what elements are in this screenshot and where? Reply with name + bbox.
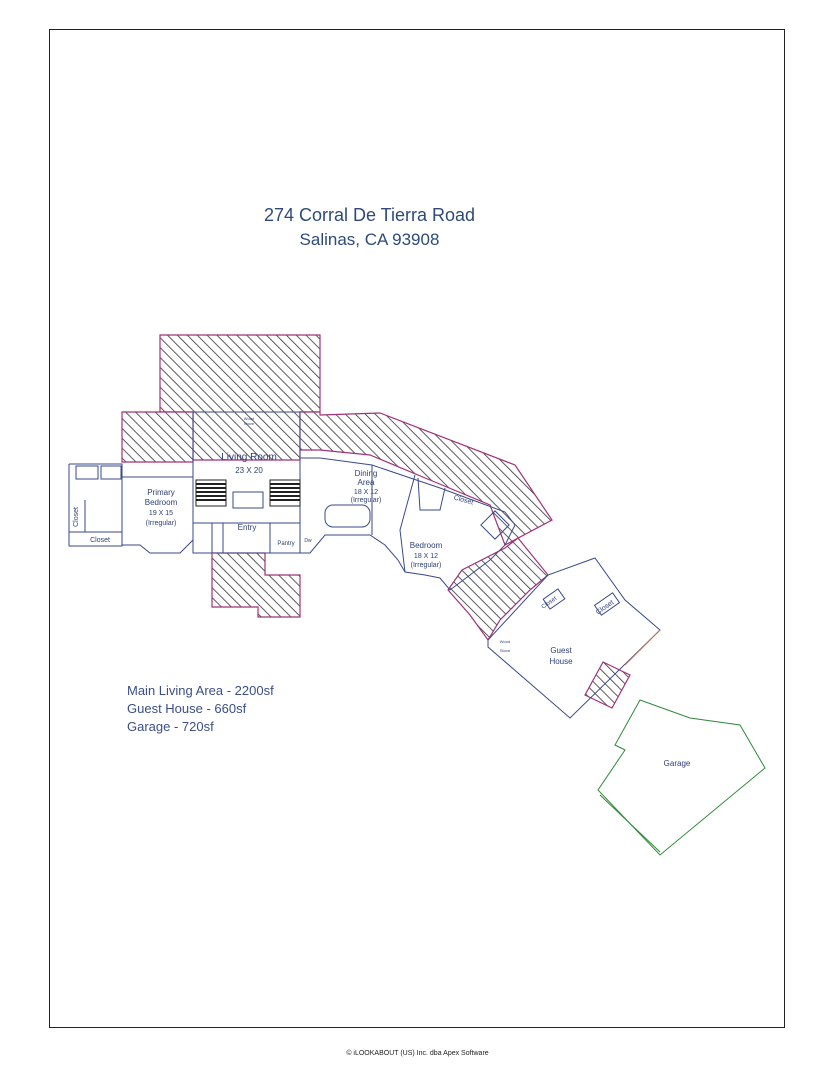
garage	[597, 699, 766, 856]
label-bedroom-1: Bedroom	[410, 541, 443, 550]
label-closet-primary-v: Closet	[73, 507, 80, 527]
label-closet-bedroom: Closet	[453, 495, 474, 507]
copyright-text: © iLOOKABOUT (US) Inc. dba Apex Software	[346, 1050, 489, 1057]
guest-house	[487, 557, 661, 719]
area-guest-house: Guest House - 660sf	[127, 701, 247, 716]
label-bedroom-2: 18 X 12	[414, 553, 438, 560]
label-wood-stove-1a: Wood	[244, 416, 254, 421]
label-primary-3: 19 X 15	[149, 510, 173, 517]
deck-south	[211, 552, 301, 618]
label-wood-stove-1b: Stove	[244, 421, 255, 426]
label-entry: Entry	[238, 523, 257, 532]
label-bedroom-3: (Irregular)	[411, 562, 442, 569]
label-primary-1: Primary	[147, 488, 175, 497]
area-garage: Garage - 720sf	[127, 719, 214, 734]
label-dining-3: 18 X 12	[354, 489, 378, 496]
label-wood-stove-2a: Wood	[500, 639, 510, 644]
main-house	[68, 411, 516, 591]
room-labels: Wood Stove Living Room 23 X 20 Primary B…	[73, 416, 691, 768]
label-guest-1: Guest	[550, 646, 572, 655]
label-dining-1: Dining	[355, 469, 378, 478]
label-dw: Dw	[304, 538, 312, 544]
label-primary-4: (Irregular)	[146, 520, 177, 527]
deck-northeast	[299, 411, 553, 546]
label-wood-stove-2b: Stove	[500, 648, 511, 653]
deck-west	[121, 411, 194, 463]
label-primary-2: Bedroom	[145, 498, 178, 507]
label-garage: Garage	[664, 759, 691, 768]
label-guest-2: House	[549, 657, 573, 666]
label-dining-4: (Irregular)	[351, 497, 382, 504]
deck-east	[447, 537, 549, 642]
address-line-1: 274 Corral De Tierra Road	[263, 205, 476, 225]
deck-guest-entry	[584, 661, 631, 709]
page-frame	[49, 29, 785, 1028]
stairs	[195, 479, 301, 507]
label-living-dim: 23 X 20	[235, 466, 263, 475]
label-pantry: Pantry	[277, 541, 294, 547]
area-main-living: Main Living Area - 2200sf	[127, 683, 274, 698]
address-line-2: Salinas, CA 93908	[299, 230, 440, 249]
label-closet-primary-h: Closet	[90, 537, 110, 544]
label-living-room: Living Room	[221, 452, 277, 463]
label-dining-2: Area	[358, 478, 375, 487]
